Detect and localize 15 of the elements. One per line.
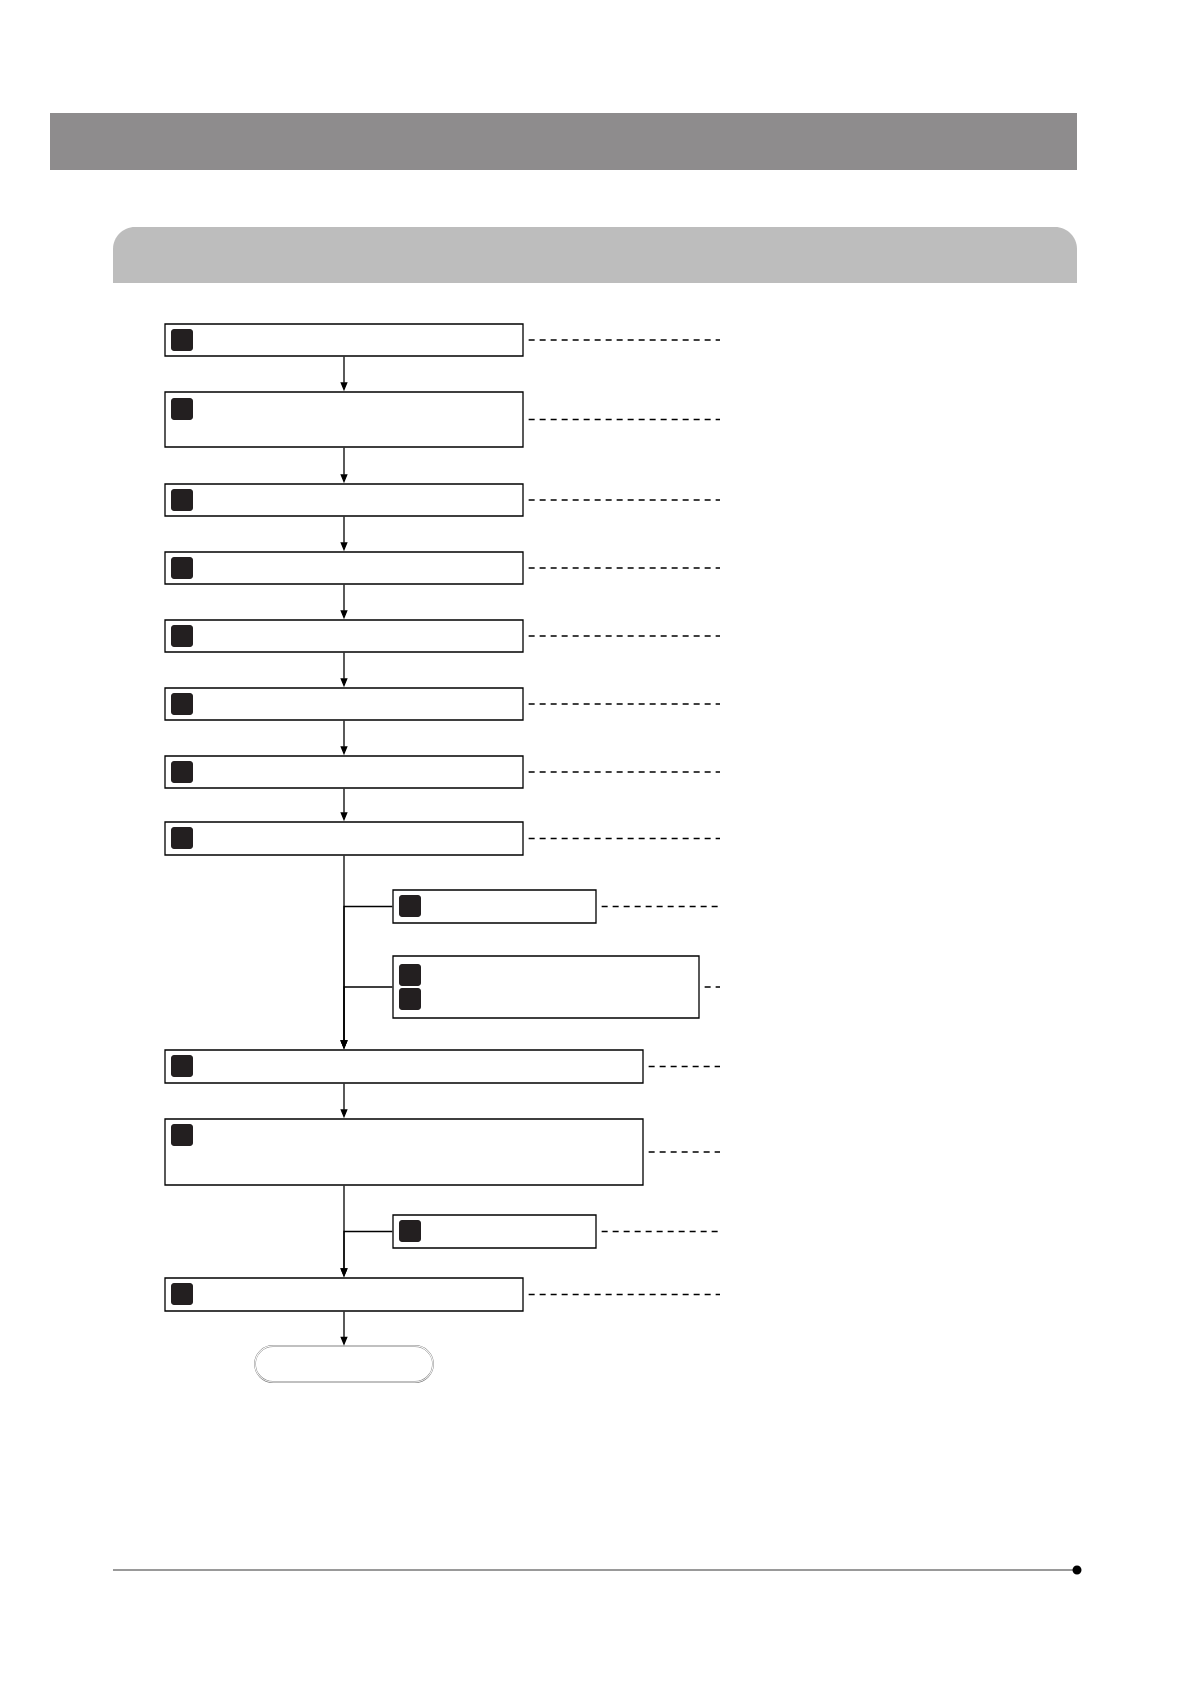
leader-line	[703, 986, 721, 988]
leader-line	[527, 771, 721, 773]
leader-line	[527, 837, 721, 840]
leader-line	[527, 418, 721, 421]
leader-line	[527, 567, 721, 569]
terminal-capsule	[254, 1345, 434, 1383]
leader-line	[600, 1230, 721, 1233]
leader-line	[527, 339, 721, 341]
leader-line	[647, 1151, 721, 1153]
leader-line	[527, 635, 721, 637]
leader-line	[527, 703, 721, 705]
leader-line	[527, 499, 721, 501]
leader-line	[600, 905, 721, 908]
leader-line	[647, 1065, 721, 1068]
leader-line	[527, 1293, 721, 1296]
